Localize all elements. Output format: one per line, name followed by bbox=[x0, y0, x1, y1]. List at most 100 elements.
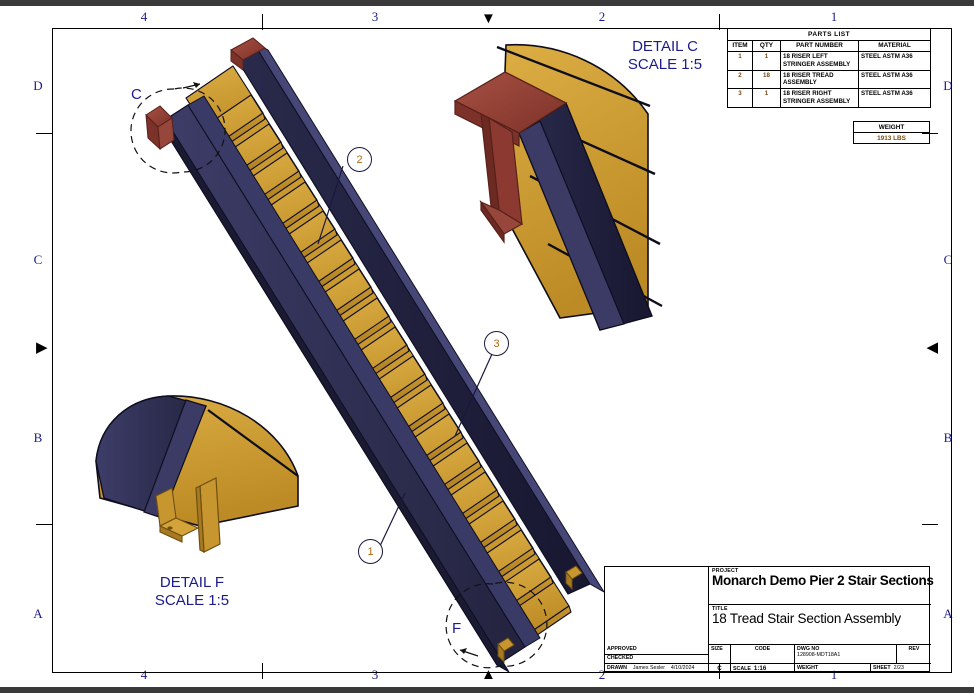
cell-item: 3 bbox=[727, 88, 753, 108]
drawing-frame bbox=[52, 28, 952, 673]
zone-bottom-4: 4 bbox=[140, 667, 148, 682]
zone-bottom-1: 1 bbox=[830, 667, 838, 682]
dwg-no-value: 128908-MDT18A1 bbox=[797, 651, 841, 658]
balloon-3[interactable]: 3 bbox=[484, 331, 509, 356]
balloon-2[interactable]: 2 bbox=[347, 147, 372, 172]
balloon-1[interactable]: 1 bbox=[358, 539, 383, 564]
center-mark-top-icon: ▼ bbox=[481, 10, 496, 27]
tick-right-2 bbox=[922, 524, 938, 526]
tick-bottom-1 bbox=[262, 663, 264, 679]
checked-field: CHECKED bbox=[605, 654, 709, 664]
tick-left-1 bbox=[36, 133, 52, 135]
column-header-material: MATERIAL bbox=[857, 40, 932, 53]
table-row: 3 1 18 RISER RIGHT STRINGER ASSEMBLY STE… bbox=[727, 88, 932, 108]
cell-item: 2 bbox=[727, 69, 753, 90]
title-value: 18 Tread Stair Section Assembly bbox=[712, 611, 901, 626]
approved-caption: APPROVED bbox=[607, 645, 637, 652]
drawn-by-value: James Sesler bbox=[632, 664, 665, 671]
rev-caption: REV bbox=[908, 645, 920, 652]
scale-value: 1:16 bbox=[753, 664, 767, 672]
tick-right-1 bbox=[922, 133, 938, 135]
checked-caption: CHECKED bbox=[607, 655, 634, 661]
parts-list-title: PARTS LIST bbox=[726, 27, 932, 42]
drawn-date-value: 4/10/2024 bbox=[670, 664, 695, 671]
zone-right-b: B bbox=[943, 430, 953, 445]
drawing-title-field: TITLE 18 Tread Stair Section Assembly bbox=[709, 605, 931, 645]
detail-callout-f-letter: F bbox=[452, 620, 462, 637]
dwg-no-caption: DWG NO bbox=[797, 645, 820, 652]
cell-qty: 1 bbox=[752, 88, 781, 108]
leader-line-2 bbox=[317, 165, 344, 245]
tick-top-2 bbox=[719, 14, 721, 30]
zone-left-d: D bbox=[33, 78, 43, 93]
zone-right-c: C bbox=[943, 252, 953, 267]
table-row: 1 1 18 RISER LEFT STRINGER ASSEMBLY STEE… bbox=[727, 51, 932, 71]
cell-qty: 1 bbox=[752, 51, 781, 71]
zone-top-4: 4 bbox=[140, 9, 148, 24]
cell-material: STEEL ASTM A36 bbox=[857, 51, 932, 71]
zone-top-2: 2 bbox=[598, 9, 606, 24]
cell-material: STEEL ASTM A36 bbox=[857, 69, 932, 90]
zone-right-a: A bbox=[943, 606, 953, 621]
weight-header: WEIGHT bbox=[853, 121, 930, 133]
sheet-value: 2/23 bbox=[893, 664, 904, 671]
detail-c-scale: SCALE 1:5 bbox=[627, 55, 703, 73]
size-value: C bbox=[717, 664, 722, 672]
parts-list-title-row: PARTS LIST bbox=[726, 27, 932, 42]
project-caption: PROJECT bbox=[712, 568, 739, 574]
approved-field: APPROVED bbox=[605, 645, 709, 655]
detail-c-geometry bbox=[453, 43, 663, 331]
isometric-model-artwork bbox=[95, 37, 663, 673]
leader-line-1 bbox=[379, 492, 406, 547]
drawn-field: DRAWN James Sesler 4/10/2024 bbox=[605, 664, 709, 673]
title-block-fields: APPROVED SIZE CODE DWG NO 128908-MDT18A1… bbox=[605, 645, 931, 673]
sheet-caption: SHEET bbox=[873, 664, 891, 671]
size-caption: SIZE bbox=[711, 645, 723, 652]
zone-left-c: C bbox=[33, 252, 43, 267]
code-field: CODE bbox=[731, 645, 795, 664]
table-row: 2 18 18 RISER TREAD ASSEMBLY STEEL ASTM … bbox=[727, 69, 932, 90]
detail-c-name: DETAIL C bbox=[632, 38, 698, 55]
zone-left-a: A bbox=[33, 606, 43, 621]
drawn-caption: DRAWN bbox=[607, 664, 628, 671]
dwg-no-field: DWG NO 128908-MDT18A1 bbox=[795, 645, 897, 664]
tick-top-1 bbox=[262, 14, 264, 30]
detail-f-geometry bbox=[95, 395, 299, 554]
zone-top-1: 1 bbox=[830, 9, 838, 24]
weight-table: WEIGHT 1913 LBS bbox=[853, 121, 930, 144]
scale-caption: SCALE bbox=[733, 665, 751, 672]
cell-item: 1 bbox=[727, 51, 753, 71]
cell-qty: 18 bbox=[752, 69, 781, 90]
project-value: Monarch Demo Pier 2 Stair Sections bbox=[712, 573, 934, 588]
weight-field: WEIGHT bbox=[795, 664, 871, 673]
size-field: SIZE bbox=[709, 645, 731, 664]
detail-callout-c-letter: C bbox=[131, 86, 142, 103]
zone-bottom-2: 2 bbox=[598, 667, 606, 682]
detail-f-scale: SCALE 1:5 bbox=[154, 591, 230, 609]
project-field: PROJECT Monarch Demo Pier 2 Stair Sectio… bbox=[709, 567, 934, 605]
cell-material: STEEL ASTM A36 bbox=[857, 88, 932, 108]
code-caption: CODE bbox=[754, 645, 771, 652]
cell-part-number: 18 RISER TREAD ASSEMBLY bbox=[780, 69, 859, 90]
zone-top-3: 3 bbox=[371, 9, 379, 24]
sheet-field: SHEET 2/23 bbox=[871, 664, 931, 673]
leader-line-3 bbox=[454, 353, 493, 437]
center-mark-left-icon: ▶ bbox=[36, 339, 48, 356]
column-header-qty: QTY bbox=[752, 40, 781, 53]
title-caption: TITLE bbox=[712, 606, 728, 612]
column-header-item: ITEM bbox=[727, 40, 753, 53]
parts-list-header-row: ITEM QTY PART NUMBER MATERIAL bbox=[727, 40, 932, 53]
weight-value: 1913 LBS bbox=[853, 132, 930, 144]
center-mark-bottom-icon: ▲ bbox=[481, 666, 496, 683]
weight-field-caption: WEIGHT bbox=[797, 664, 819, 671]
detail-f-label-group: DETAIL F SCALE 1:5 bbox=[127, 574, 257, 609]
cell-part-number: 18 RISER RIGHT STRINGER ASSEMBLY bbox=[780, 88, 859, 108]
tick-left-2 bbox=[36, 524, 52, 526]
zone-right-d: D bbox=[943, 78, 953, 93]
detail-c-label-group: DETAIL C SCALE 1:5 bbox=[600, 38, 730, 73]
cell-part-number: 18 RISER LEFT STRINGER ASSEMBLY bbox=[780, 51, 859, 71]
title-block: PROJECT Monarch Demo Pier 2 Stair Sectio… bbox=[604, 566, 934, 673]
main-stair-assembly bbox=[145, 37, 605, 673]
rev-field: REV bbox=[897, 645, 931, 664]
